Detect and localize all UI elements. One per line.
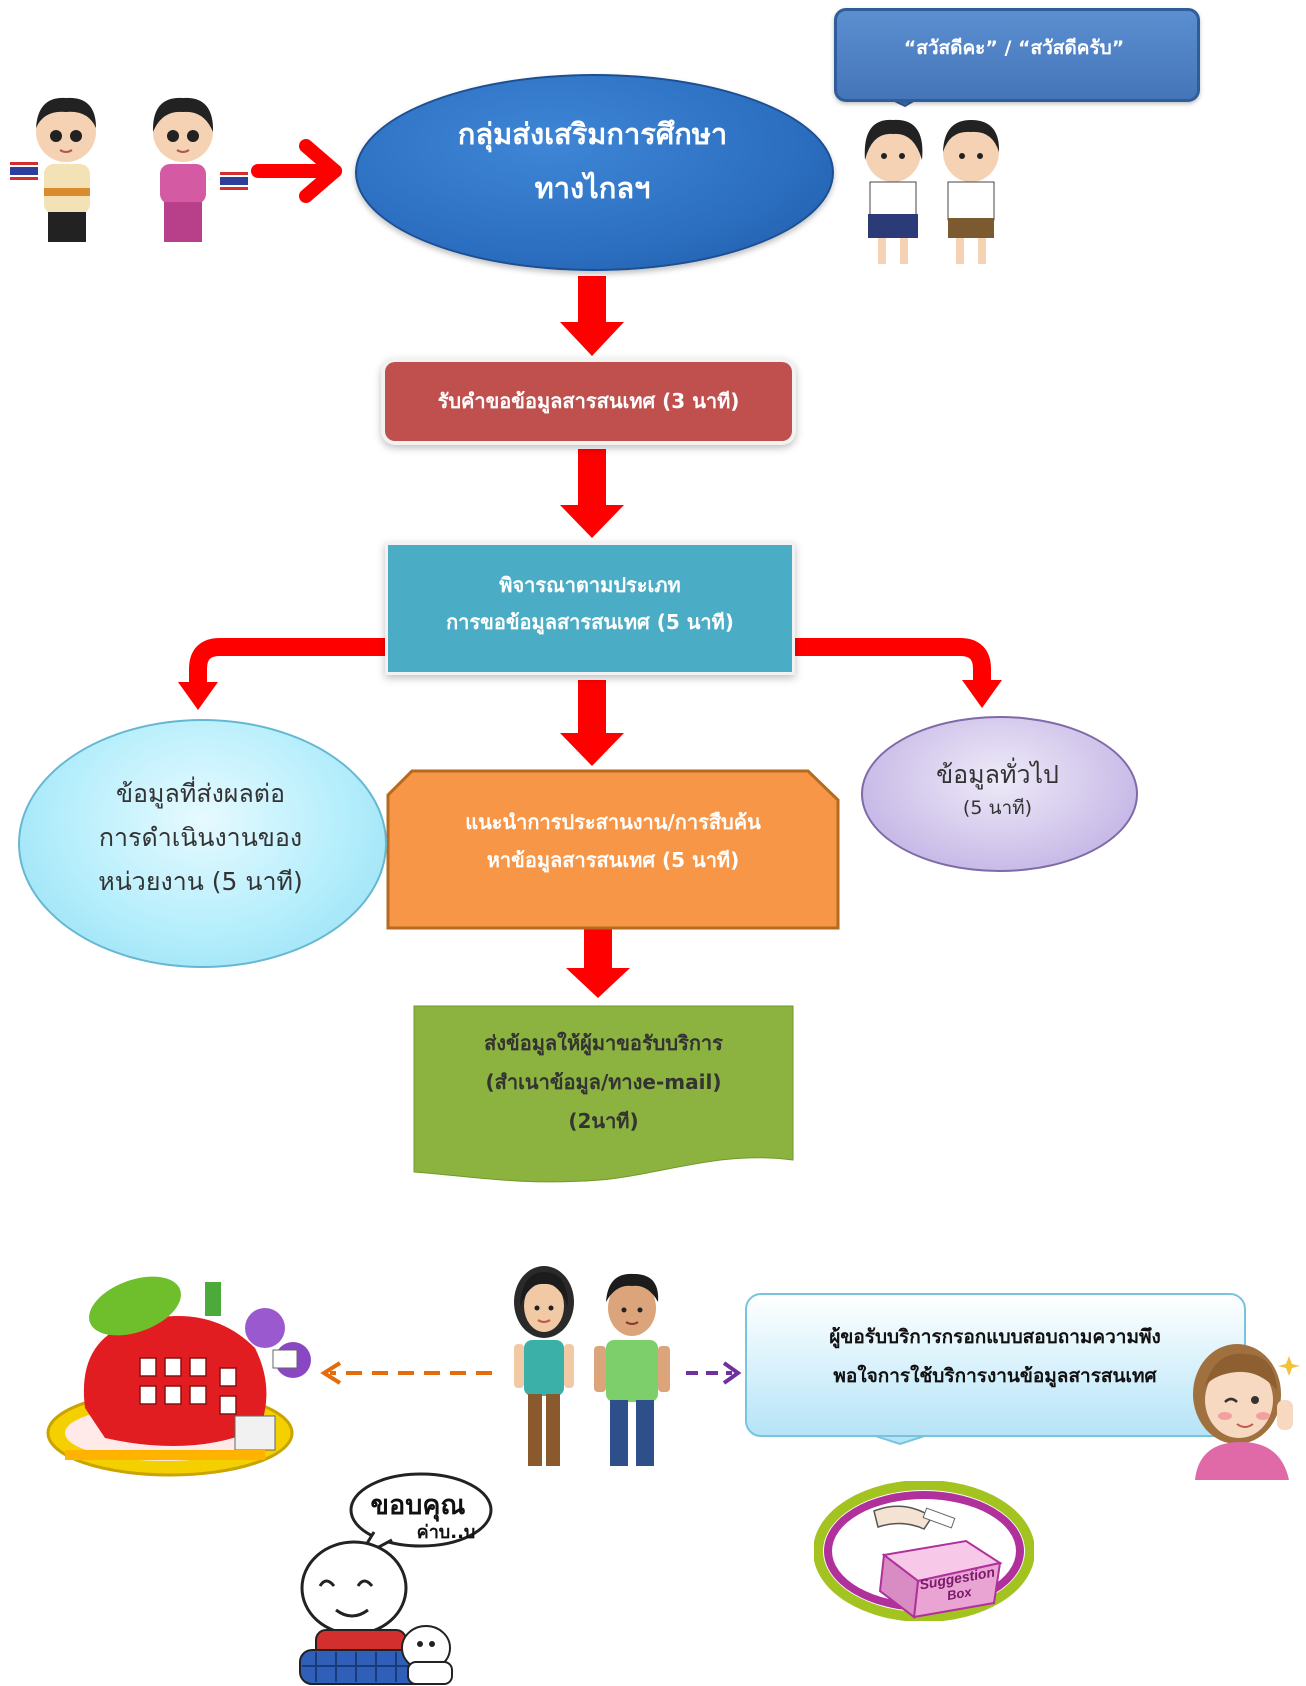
request-node <box>385 362 792 441</box>
apple-house-icon <box>46 1276 311 1477</box>
greeting-text: “สวัสดีคะ” / “สวัสดีครับ” <box>903 37 1125 59</box>
impact-node <box>18 719 387 968</box>
arrow-consider-to-coordinate <box>560 680 624 766</box>
greeting-speech-bubble <box>834 8 1200 102</box>
coordinate-box-shape <box>386 769 840 930</box>
arrow-coordinate-to-deliver <box>566 928 630 998</box>
satisfaction-line-1: ผู้ขอรับบริการกรอกแบบสอบถามความพึง <box>829 1326 1161 1348</box>
general-line-2: (5 นาที) <box>962 796 1033 819</box>
thai-kids-icon <box>10 97 248 242</box>
consider-line-2: การขอข้อมูลสารสนเทศ (5 นาที) <box>446 610 734 634</box>
consider-line-1: พิจารณาตามประเภท <box>499 573 681 597</box>
consider-node-text: พิจารณาตามประเภท การขอข้อมูลสารสนเทศ (5 … <box>388 567 792 641</box>
suggestion-box-icon: Suggestion Box <box>814 1481 1034 1621</box>
arrow-start-to-request <box>560 276 624 356</box>
start-node-text: กลุ่มส่งเสริมการศึกษา ทางไกลฯ <box>355 108 830 215</box>
arrow-request-to-consider <box>560 449 624 538</box>
start-line-2: ทางไกลฯ <box>534 170 651 205</box>
thanks-bubble-text: ขอบคุณ <box>371 1490 466 1522</box>
deliver-line-1: ส่งข้อมูลให้ผู้มาขอรับบริการ <box>484 1031 723 1055</box>
deliver-box-shape <box>413 1005 794 1183</box>
satisfaction-text: ผู้ขอรับบริการกรอกแบบสอบถามความพึง พอใจก… <box>765 1318 1225 1396</box>
coordinate-node-text: แนะนำการประสานงาน/การสืบค้น หาข้อมูลสารส… <box>388 803 838 879</box>
deliver-node-text: ส่งข้อมูลให้ผู้มาขอรับบริการ (สำเนาข้อมู… <box>414 1024 793 1141</box>
deliver-line-2: (สำเนาข้อมูล/ทางe-mail) <box>485 1070 722 1094</box>
arrow-consider-to-general <box>792 638 1002 708</box>
satisfaction-line-2: พอใจการใช้บริการงานข้อมูลสารสนเทศ <box>833 1364 1157 1387</box>
impact-line-1: ข้อมูลที่ส่งผลต่อ <box>115 779 286 808</box>
coordinate-line-2: หาข้อมูลสารสนเทศ (5 นาที) <box>486 848 740 872</box>
thank-you-cartoon-icon: ขอบคุณ ค่าบ..บ <box>299 1472 493 1685</box>
suggestion-box-line-2: Box <box>946 1584 974 1603</box>
dashed-arrow-to-satisfaction <box>686 1361 742 1385</box>
coordinate-line-1: แนะนำการประสานงาน/การสืบค้น <box>465 810 761 834</box>
consider-node <box>388 545 792 672</box>
dashed-arrow-to-apple-house <box>320 1361 492 1385</box>
impact-line-3: หน่วยงาน (5 นาที) <box>98 866 303 896</box>
thumbs-up-girl-icon <box>1193 1344 1300 1480</box>
arrow-kids-to-start <box>251 139 342 203</box>
request-node-text: รับคำขอข้อมูลสารสนเทศ (3 นาที) <box>437 389 740 413</box>
general-line-1: ข้อมูลทั่วไป <box>936 760 1059 789</box>
general-node-text: ข้อมูลทั่วไป (5 นาที) <box>861 756 1134 822</box>
arrow-consider-to-impact <box>178 638 388 710</box>
impact-line-2: การดำเนินงานของ <box>98 822 303 852</box>
deliver-line-3: (2นาที) <box>568 1109 639 1133</box>
couple-icon <box>514 1266 670 1466</box>
start-node <box>355 74 834 271</box>
thanks-bubble-sub: ค่าบ..บ <box>417 1522 476 1543</box>
impact-node-text: ข้อมูลที่ส่งผลต่อ การดำเนินงานของ หน่วยง… <box>18 772 383 903</box>
greeting-students-icon <box>864 119 1000 264</box>
general-node <box>861 716 1138 872</box>
start-line-1: กลุ่มส่งเสริมการศึกษา <box>457 117 728 151</box>
